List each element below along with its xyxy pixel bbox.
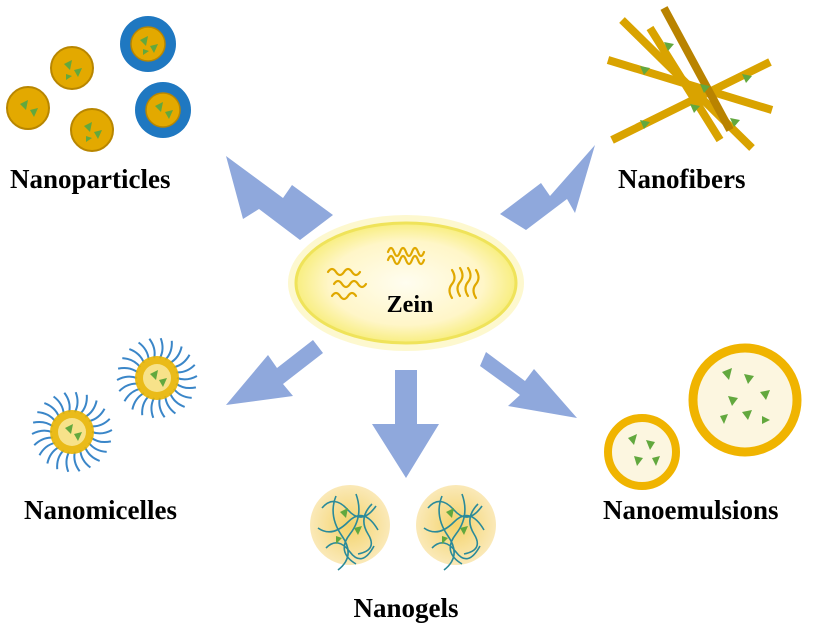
nanomicelles-illustration bbox=[31, 337, 198, 473]
arrow-to-nanoparticles bbox=[226, 156, 333, 240]
micelle-tail bbox=[63, 392, 71, 413]
micelle-tail bbox=[176, 375, 198, 381]
nanoparticle-coated bbox=[120, 16, 176, 72]
arrow-to-nanomicelles bbox=[226, 340, 323, 405]
nanogels-label: Nanogels bbox=[353, 593, 458, 623]
micelle-tail bbox=[56, 449, 65, 470]
micelle-tail bbox=[173, 388, 192, 399]
micelle-tail bbox=[158, 397, 166, 418]
nanoparticles-illustration bbox=[6, 16, 191, 152]
micelle-tail bbox=[65, 451, 71, 473]
micelle-tail bbox=[116, 375, 138, 381]
nanoparticle-coated bbox=[135, 82, 191, 138]
nanoemulsions-label: Nanoemulsions bbox=[603, 495, 779, 525]
nanoemulsion-droplet bbox=[688, 343, 802, 457]
micelle-tail bbox=[158, 337, 164, 359]
nanofiber bbox=[660, 6, 734, 132]
zein-strands bbox=[326, 246, 480, 301]
nanoparticle bbox=[50, 46, 94, 90]
arrow-to-nanofibers bbox=[500, 145, 595, 230]
nanogel bbox=[310, 485, 390, 571]
nanogel bbox=[416, 485, 496, 571]
micelle-tail bbox=[148, 338, 156, 359]
micelle-tail bbox=[150, 397, 156, 419]
arrow-to-nanogels bbox=[372, 370, 439, 478]
micelle-tail bbox=[32, 420, 54, 428]
zein-label: Zein bbox=[387, 292, 434, 318]
zein-core: Zein bbox=[288, 215, 524, 351]
micelle-tail bbox=[91, 429, 113, 435]
nanofiber-cargo bbox=[640, 42, 752, 129]
micelle-tail bbox=[117, 366, 139, 374]
nanoparticle bbox=[6, 86, 50, 130]
micelle-tail bbox=[164, 340, 173, 361]
micelle-tail bbox=[90, 436, 112, 444]
micelle-tail bbox=[79, 394, 88, 415]
micelle-tail bbox=[73, 391, 79, 413]
nanomicelle bbox=[31, 391, 113, 473]
nanoparticle bbox=[70, 108, 114, 152]
micelle-tail bbox=[37, 411, 56, 422]
nanoemulsion-droplet bbox=[604, 414, 680, 490]
arrow-to-nanoemulsions bbox=[480, 352, 577, 418]
nanoparticles-label: Nanoparticles bbox=[10, 164, 170, 194]
nanofibers-label: Nanofibers bbox=[618, 164, 746, 194]
nanogels-illustration bbox=[310, 485, 496, 571]
micelle-tail bbox=[141, 395, 150, 416]
micelle-tail bbox=[88, 442, 107, 453]
nanoemulsions-illustration bbox=[604, 343, 802, 490]
arrows bbox=[226, 145, 595, 478]
micelle-tail bbox=[73, 451, 81, 472]
nanomicelle bbox=[116, 337, 198, 419]
micelle-tail bbox=[122, 357, 141, 368]
nanofiber bbox=[646, 25, 724, 143]
micelle-tail bbox=[31, 429, 53, 435]
micelle-tail bbox=[175, 382, 197, 390]
nanomicelles-label: Nanomicelles bbox=[24, 495, 177, 525]
